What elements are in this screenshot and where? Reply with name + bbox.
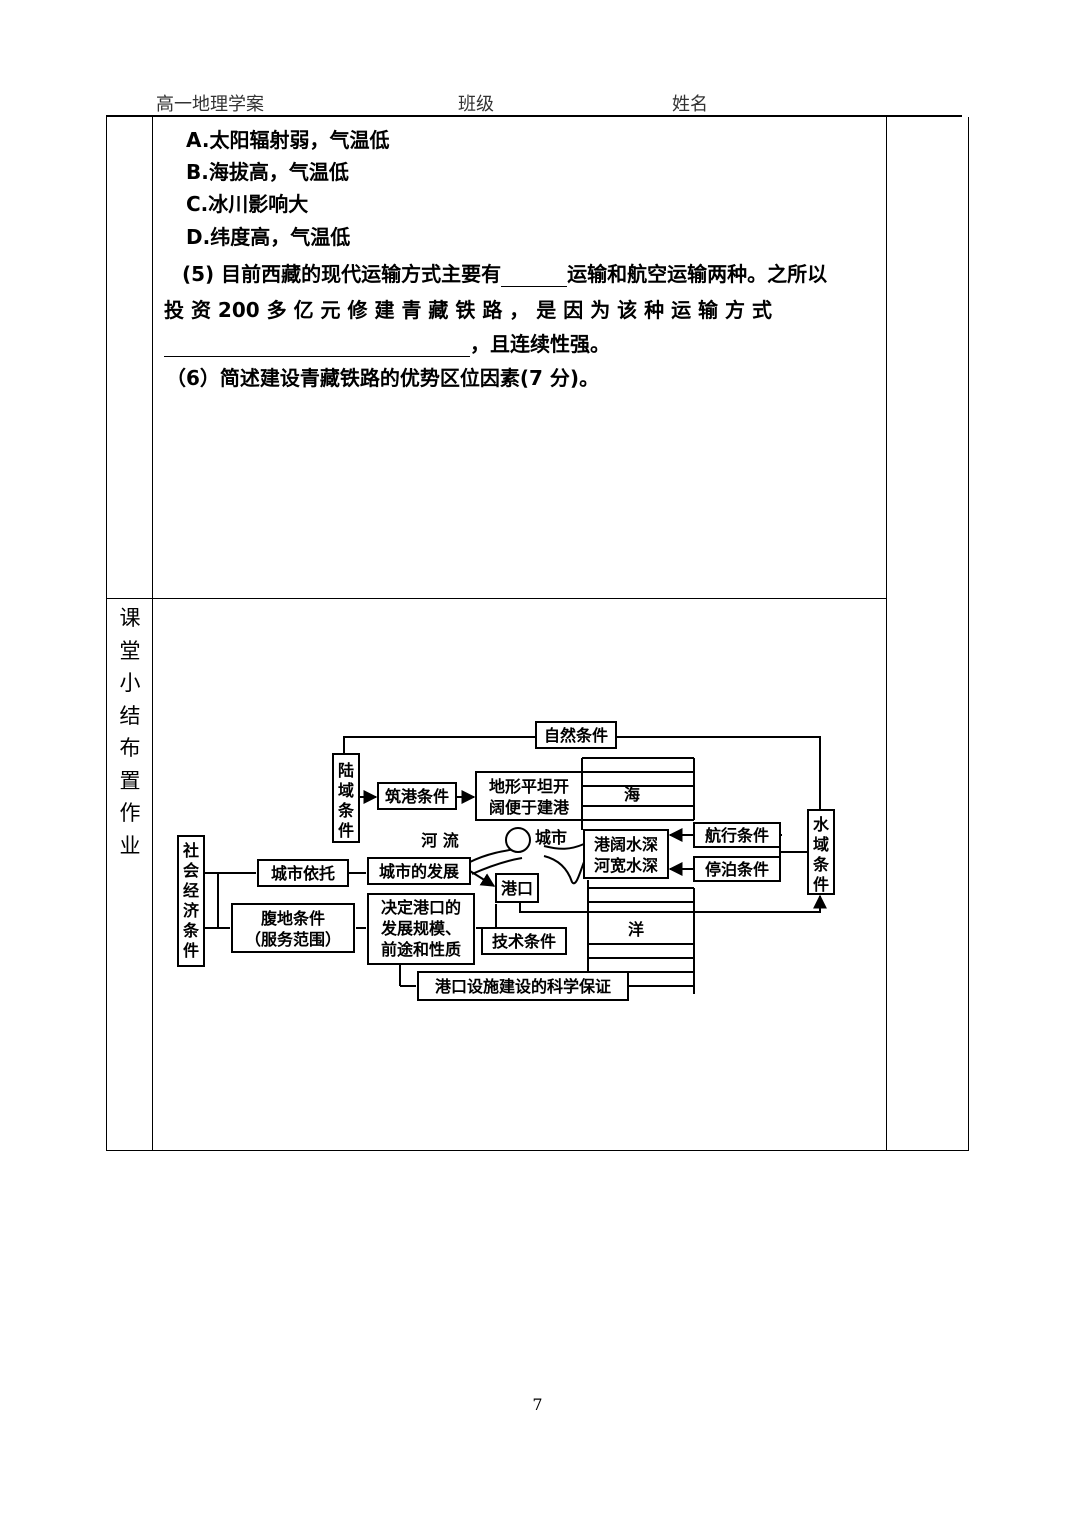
option-c: C.冰川影响大 [186,192,309,216]
table-col-divider-2 [886,117,887,1151]
label-terrain: 阔便于建港 [489,798,570,817]
label-hinterland: （服务范围） [245,930,341,949]
header-subject: 高一地理学案 [156,94,264,115]
sea-hatch-lines [582,757,694,821]
question-6: （6）简述建设青藏铁路的优势区位因素(7 分)。 [166,366,600,390]
label-land: 陆 [338,761,354,780]
section-label: 课 堂 小 结 布 置 作 业 [116,602,144,862]
natural-left-line [343,736,536,754]
table-left-border [106,117,107,1151]
label-decides: 发展规模、 [380,919,461,938]
natural-right-line [616,736,821,810]
box-tech [481,927,567,955]
label-guarantee: 港口设施建设的科学保证 [435,977,611,996]
water-to-navigation [779,834,808,853]
question-5-part1: (5) 目前西藏的现代运输方式主要有 [182,262,502,286]
port-to-water [519,894,827,913]
section-char: 作 [119,801,141,825]
table-row-divider [106,598,886,599]
box-city-dev [367,857,471,885]
label-sea: 海 [624,785,640,804]
label-tech: 技术条件 [492,932,556,951]
option-d: D.纬度高，气温低 [186,225,351,249]
label-port: 港口 [501,879,533,898]
river-lines [469,843,585,885]
label-decides: 决定港口的 [381,898,461,917]
label-city-dev: 城市的发展 [379,862,460,881]
label-social: 会 [183,861,199,880]
decides-to-port [476,904,497,929]
label-anchor: 停泊条件 [705,860,769,879]
label-city-support: 城市依托 [271,864,335,883]
label-navigation: 航行条件 [705,826,769,845]
header-class-label: 班级 [458,94,494,115]
label-land: 件 [338,821,354,840]
label-deep: 港阔水深 [594,835,658,854]
question-5-line1: (5) 目前西藏的现代运输方式主要有 运输和航空运输两种。之所以 [182,258,827,287]
box-natural [535,721,617,749]
label-water: 域 [813,835,829,854]
header-rule [106,115,962,117]
option-b: B.海拔高，气温低 [186,160,349,184]
header-name-label: 姓名 [672,94,708,115]
ocean-hatch-lines [587,880,694,987]
label-water: 件 [813,875,829,894]
label-city: 城市 [535,828,567,847]
label-terrain: 地形平坦开 [489,777,569,796]
label-water: 条 [812,855,830,874]
label-land: 域 [338,781,354,800]
label-deep: 河宽水深 [594,856,658,875]
question-5-part2: 运输和航空运输两种。之所以 [567,262,828,286]
label-hinterland: 腹地条件 [261,909,325,928]
label-social: 条 [182,921,200,940]
box-social [177,835,205,967]
label-social: 经 [183,881,199,900]
table-col-divider-1 [152,117,153,1151]
box-deep [583,829,669,879]
label-ocean: 洋 [628,920,644,939]
label-social: 件 [183,941,199,960]
table-right-border [968,117,969,1151]
section-char: 堂 [119,638,141,663]
section-char: 业 [119,833,141,858]
answer-blank-2[interactable] [164,332,470,357]
box-hinterland [231,903,355,953]
section-char: 课 [119,606,141,630]
label-water: 水 [813,815,830,834]
label-decides: 前途和性质 [381,940,461,959]
table-bottom-border [106,1150,968,1151]
section-char: 置 [119,768,141,793]
label-river: 河 流 [421,831,459,850]
section-char: 布 [119,736,141,760]
label-social: 社 [182,841,199,860]
section-char: 结 [119,703,141,728]
box-guarantee [417,971,629,1001]
question-5-line2: 投 资 200 多 亿 元 修 建 青 藏 铁 路 ， 是 因 为 该 种 运 … [164,298,772,322]
page-number: 7 [532,1395,543,1414]
section-char: 小 [119,671,141,695]
label-land: 条 [337,801,355,820]
box-decides [367,893,475,965]
box-port [495,873,539,903]
answer-blank-1[interactable] [501,262,568,287]
question-5-part3: ，且连续性强。 [470,332,610,356]
city-circle [505,827,531,853]
question-5-line3: ，且连续性强。 [164,328,610,357]
label-build: 筑港条件 [385,787,449,806]
option-a: A.太阳辐射弱，气温低 [186,128,390,152]
label-natural: 自然条件 [544,726,608,745]
label-social: 济 [183,901,200,920]
